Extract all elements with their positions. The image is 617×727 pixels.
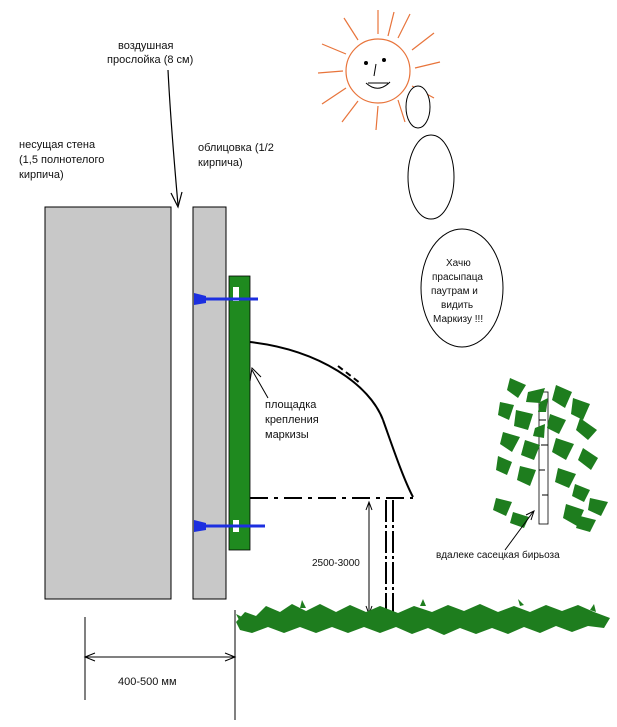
birch-arrow	[504, 511, 534, 551]
birch-label: вдалеке сасецкая бирьоза	[436, 550, 560, 561]
thought-bubble-small	[405, 85, 431, 129]
load-wall-label-2: (1,5 полнотелого	[19, 154, 105, 166]
awning-curve-dashes	[337, 365, 361, 384]
width-dim-arrow-right	[224, 652, 237, 662]
sun-speech-1: Хачю	[446, 258, 471, 269]
mount-pad-arrowhead	[249, 366, 262, 382]
grass	[236, 604, 610, 635]
sun-speech-3: паутрам и	[431, 286, 478, 297]
sun-face	[364, 58, 391, 89]
air-gap-label-2: прослойка (8 см)	[107, 54, 194, 66]
mount-pad-label-3: маркизы	[265, 429, 309, 441]
thought-bubble-medium	[407, 134, 455, 220]
load-bearing-wall	[44, 206, 172, 600]
awning-curve	[249, 341, 384, 421]
mount-pad-inner-slot	[233, 287, 239, 301]
sun-speech-4: видить	[441, 300, 474, 311]
mount-pad-arrow	[251, 369, 269, 399]
height-label: 2500-3000	[312, 558, 360, 569]
air-gap-label-1: воздушная	[118, 40, 174, 52]
sun-speech-5: Маркизу !!!	[433, 314, 484, 325]
cladding-label-2: кирпича)	[198, 157, 243, 169]
width-label: 400-500 мм	[118, 676, 177, 688]
air-gap-arrow	[167, 69, 179, 206]
load-wall-label-3: кирпича)	[19, 169, 64, 181]
upper-bolt	[194, 293, 258, 305]
awning-front	[382, 419, 414, 498]
birch-foliage	[493, 378, 608, 532]
thought-bubble-large	[420, 228, 504, 348]
cladding-wall	[192, 206, 227, 600]
birch-arrowhead	[525, 510, 535, 521]
mount-pad-label-1: площадка	[265, 399, 317, 411]
sun-speech-2: прасыпаца	[432, 272, 483, 283]
air-gap-arrowhead	[170, 191, 183, 209]
width-dim-arrow-left	[83, 652, 96, 662]
mount-pad-outer	[228, 275, 251, 551]
height-dim-arrow-top	[365, 500, 373, 511]
cladding-label-1: облицовка (1/2	[198, 142, 274, 154]
mount-pad-label-2: крепления	[265, 414, 319, 426]
lower-bolt	[194, 520, 265, 532]
load-wall-label-1: несущая стена	[19, 139, 96, 151]
